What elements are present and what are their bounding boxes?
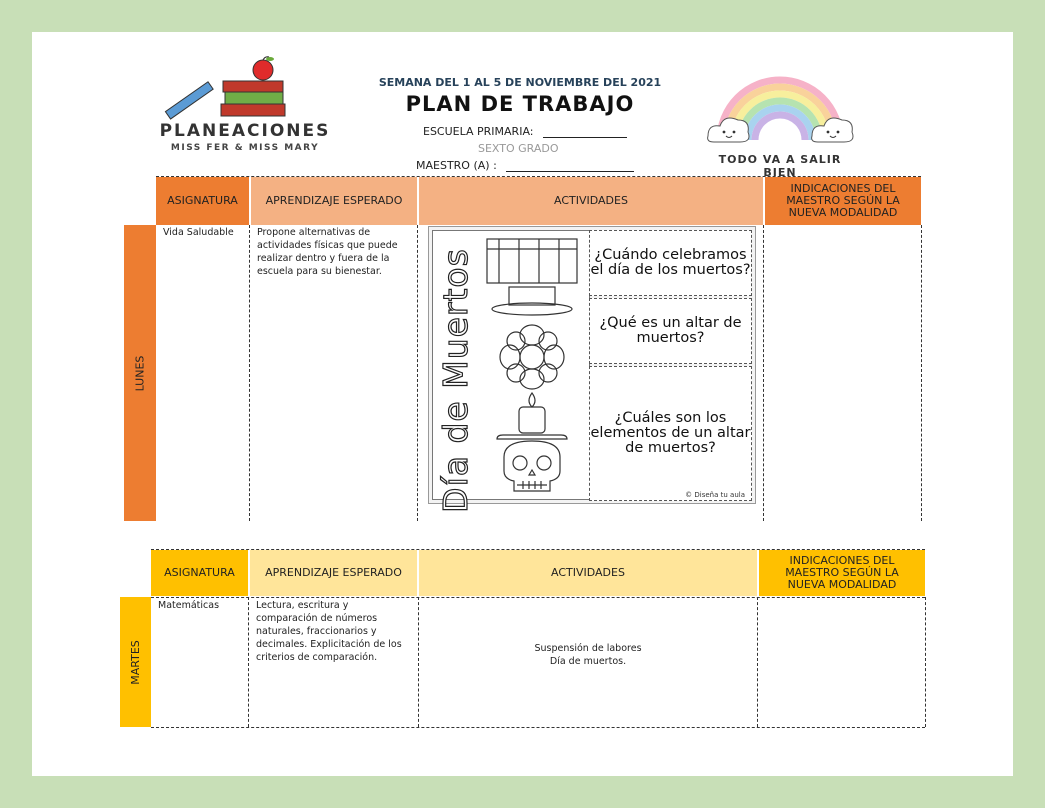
worksheet-question-3: ¿Cuáles son los elementos de un altar de… — [589, 366, 752, 501]
martes-learning-header: APRENDIZAJE ESPERADO — [250, 550, 417, 596]
martes-activities-header: ACTIVIDADES — [419, 550, 757, 596]
worksheet-question-2: ¿Qué es un altar de muertos? — [589, 298, 752, 364]
lunes-activities-header: ACTIVIDADES — [419, 177, 763, 225]
martes-indications-header: INDICACIONES DEL MAESTRO SEGÚN LA NUEVA … — [759, 550, 925, 596]
lunes-subject-cell: Vida Saludable — [163, 227, 234, 238]
lunes-top-border — [156, 176, 921, 177]
teacher-label: MAESTRO (A) : — [416, 159, 497, 172]
lunes-col-divider-1 — [249, 225, 250, 521]
rainbow-clouds-icon — [707, 76, 854, 143]
martes-subject-header: ASIGNATURA — [151, 550, 248, 596]
dia-de-muertos-worksheet: Día de Muertos — [428, 226, 756, 513]
lunes-learning-header: APRENDIZAJE ESPERADO — [251, 177, 417, 225]
lunes-col-divider-2 — [417, 225, 418, 521]
grade-label: SEXTO GRADO — [478, 142, 559, 155]
logo-title: PLANEACIONES — [159, 121, 331, 141]
martes-top-border — [151, 549, 925, 550]
martes-activities-cell: Suspensión de labores Día de muertos. — [420, 640, 756, 670]
motto-text: TODO VA A SALIR BIEN — [718, 153, 842, 179]
lunes-indications-header: INDICACIONES DEL MAESTRO SEGÚN LA NUEVA … — [765, 177, 921, 225]
martes-header-border — [151, 597, 925, 598]
school-blank-line — [543, 137, 627, 138]
martes-col-divider-3 — [757, 597, 758, 727]
lunes-day-label: LUNES — [124, 225, 156, 521]
martes-subject-cell: Matemáticas — [158, 600, 220, 611]
worksheet-title-strip: Día de Muertos — [432, 230, 590, 513]
altar-icons-icon — [486, 238, 578, 492]
teacher-blank-line — [506, 171, 634, 172]
books-apple-logo-icon — [164, 56, 286, 120]
week-range: SEMANA DEL 1 AL 5 DE NOVIEMBRE DEL 2021 — [378, 76, 662, 89]
martes-day-text: MARTES — [129, 639, 143, 685]
lunes-learning-cell: Propone alternativas de actividades físi… — [257, 227, 398, 277]
martes-col-divider-2 — [418, 597, 419, 727]
martes-activities-line-2: Día de muertos. — [549, 656, 627, 667]
martes-day-label: MARTES — [120, 597, 151, 727]
worksheet-title: Día de Muertos — [435, 247, 475, 513]
school-label: ESCUELA PRIMARIA: — [423, 125, 534, 138]
martes-col-divider-4 — [925, 597, 926, 727]
worksheet-question-1: ¿Cuándo celebramos el día de los muertos… — [589, 230, 752, 296]
lunes-day-text: LUNES — [133, 355, 147, 391]
lunes-subject-header: ASIGNATURA — [156, 177, 249, 225]
martes-learning-cell: Lectura, escritura y comparación de núme… — [256, 600, 402, 663]
logo-subtitle: MISS FER & MISS MARY — [170, 143, 320, 153]
martes-bottom-border — [151, 727, 925, 728]
page-title: PLAN DE TRABAJO — [405, 92, 635, 116]
lunes-col-divider-4 — [921, 225, 922, 521]
martes-activities-line-1: Suspensión de labores — [534, 643, 642, 654]
martes-col-divider-1 — [248, 597, 249, 727]
worksheet-credit: © Diseña tu aula — [685, 491, 745, 499]
lunes-col-divider-3 — [763, 225, 764, 521]
